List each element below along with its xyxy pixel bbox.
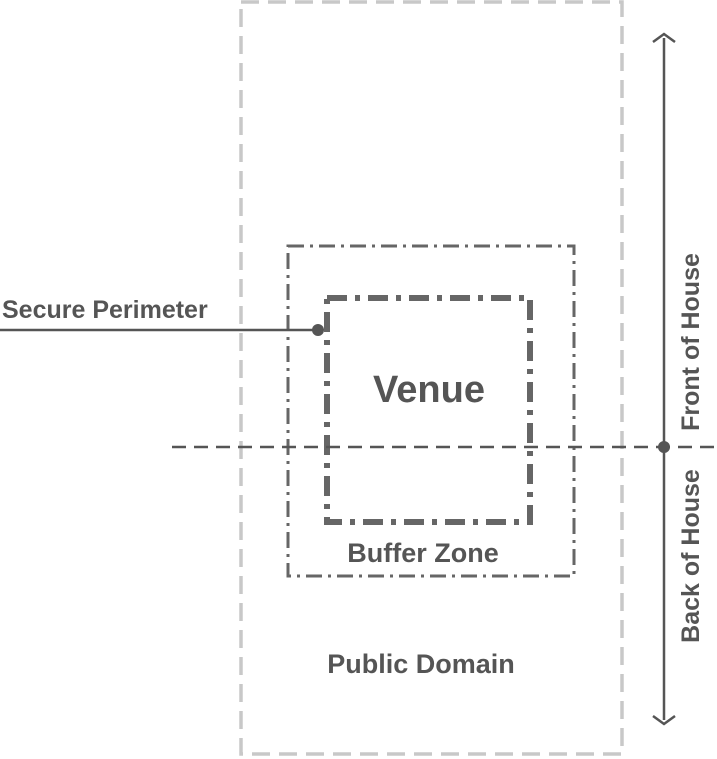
buffer-zone-label: Buffer Zone — [347, 538, 499, 568]
back-of-house-label: Back of House — [677, 469, 705, 643]
axis-arrow-bottom-icon — [652, 714, 676, 726]
front-of-house-label: Front of House — [677, 253, 705, 431]
public-domain-label: Public Domain — [327, 649, 515, 679]
axis-arrow-top-icon — [652, 32, 676, 44]
axis-intersection-dot — [658, 441, 670, 453]
public-domain-boundary — [239, 0, 624, 756]
venue-boundary — [324, 295, 533, 525]
buffer-zone-boundary — [286, 244, 576, 578]
venue-label: Venue — [373, 369, 485, 411]
secure-perimeter-leader-dot — [312, 324, 324, 336]
secure-perimeter-label: Secure Perimeter — [2, 296, 208, 324]
